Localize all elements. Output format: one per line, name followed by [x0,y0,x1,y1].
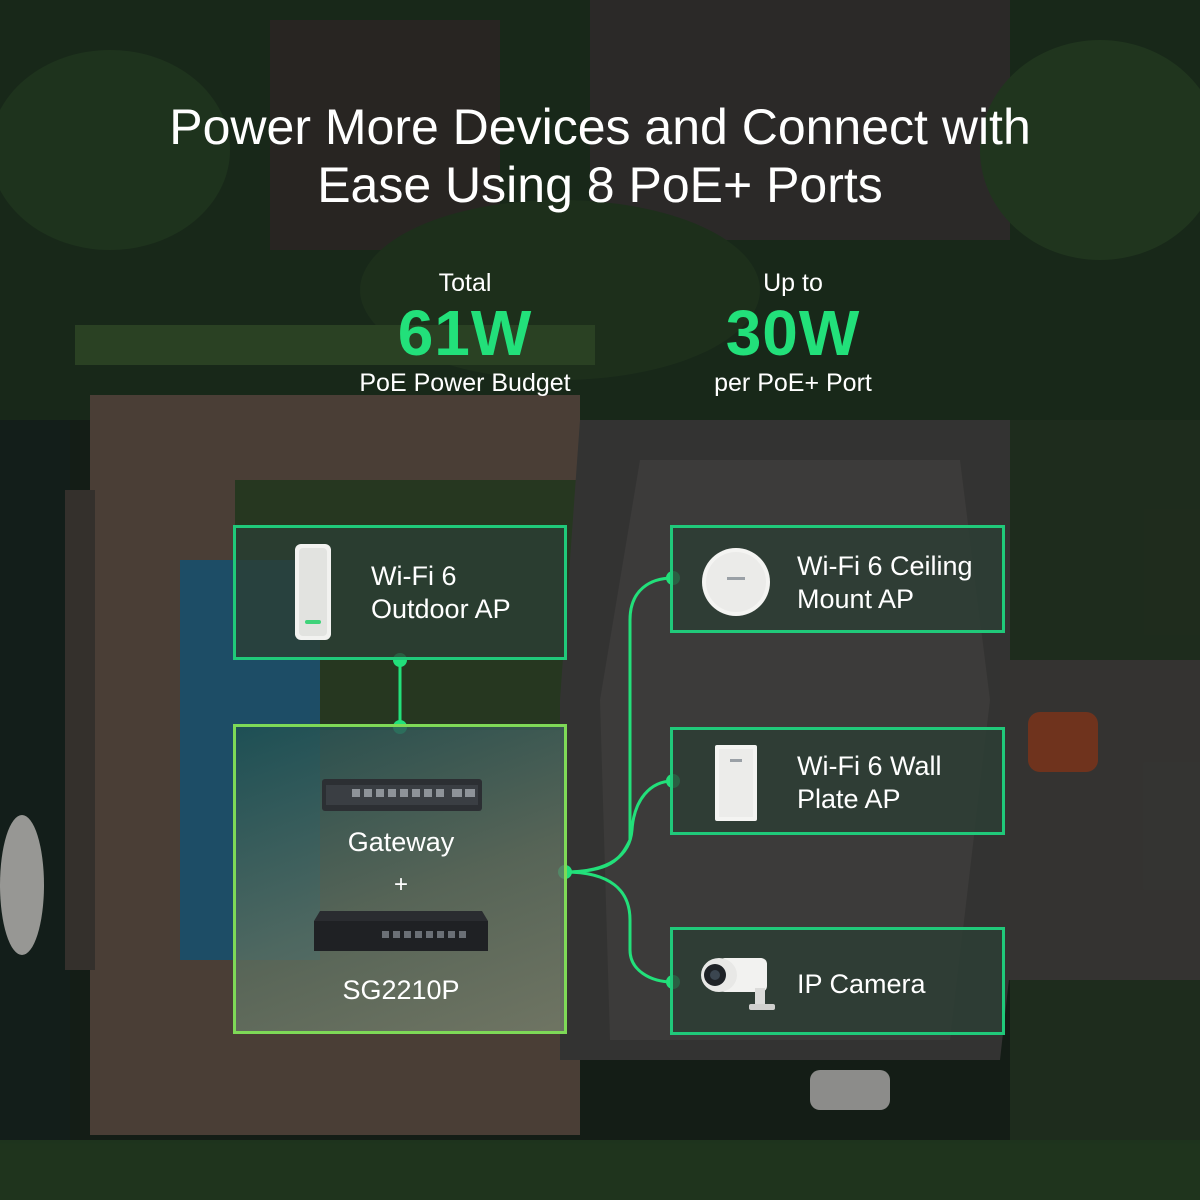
connector-camera [564,870,674,984]
wall-plate-ap-icon [715,745,757,821]
stat-label-bottom: per PoE+ Port [714,369,872,397]
card-ceiling-ap: Wi-Fi 6 Ceiling Mount AP [670,525,1005,633]
stat-per-port: Up to 30W per PoE+ Port [633,268,953,398]
switch-label: SG2210P [342,975,460,1005]
label-line1: Wi-Fi 6 [371,561,457,591]
stat-value: 30W [725,297,861,369]
label-line2: Outdoor AP [371,594,511,624]
card-label: Wi-Fi 6 Outdoor AP [371,560,511,626]
card-outdoor-ap: Wi-Fi 6 Outdoor AP [233,525,567,660]
page-title-line1: Power More Devices and Connect with [169,99,1031,155]
connector-ceiling-ap [564,576,674,874]
card-gateway-switch: Gateway + SG2210P [233,724,567,1034]
stat-label-top: Up to [763,269,823,297]
stat-power-budget: Total 61W PoE Power Budget [305,268,625,398]
page-title-line2: Ease Using 8 PoE+ Ports [317,157,883,213]
plus-sign: + [393,871,408,898]
gateway-label: Gateway [347,827,455,857]
card-ip-camera: IP Camera [670,927,1005,1035]
card-label: Wi-Fi 6 Ceiling Mount AP [797,550,973,616]
stat-value: 61W [397,297,533,369]
label-line2: Mount AP [797,584,915,614]
label-line1: Wi-Fi 6 Ceiling [797,551,973,581]
outdoor-ap-icon [295,544,331,640]
switch-device-icon [314,911,488,951]
label-line1: Wi-Fi 6 Wall [797,751,942,781]
label-line2: Plate AP [797,784,901,814]
card-label: IP Camera [797,969,926,999]
connector-wall-ap [564,779,674,874]
gateway-device-icon [322,779,482,811]
stat-label-top: Total [438,269,492,297]
card-wall-plate-ap: Wi-Fi 6 Wall Plate AP [670,727,1005,835]
camera-icon [701,958,775,1010]
card-label: Wi-Fi 6 Wall Plate AP [797,750,941,816]
stat-label-bottom: PoE Power Budget [359,369,571,397]
ceiling-ap-icon [702,548,770,616]
